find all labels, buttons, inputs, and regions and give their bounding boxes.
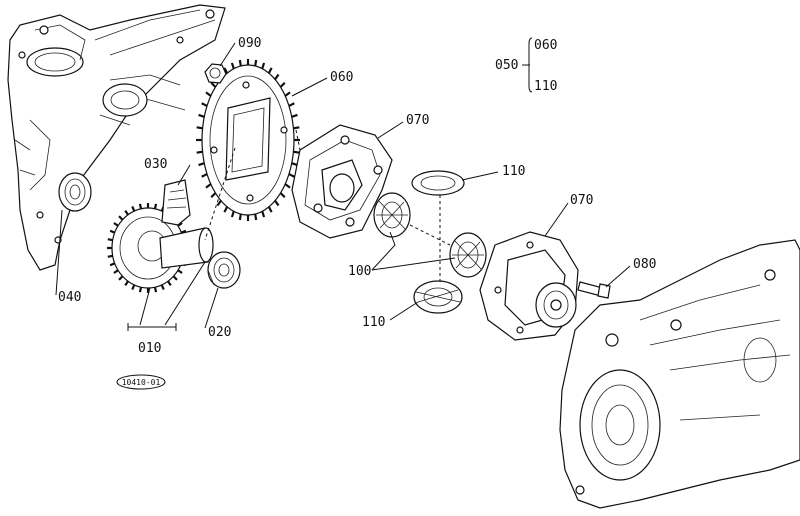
spur-tooth [138,203,143,209]
sprocket-tooth [210,192,217,199]
sprocket-tooth [198,162,205,167]
spur-tooth [153,203,158,209]
sprocket-tooth [279,192,286,199]
sprocket-tooth [196,126,203,130]
sprocket-tooth [201,102,208,107]
bolt-080 [577,281,611,299]
sprocket-tooth [288,173,295,178]
label-090: 090 [238,36,261,51]
bevel-gear-100-right [449,232,487,278]
spur-tooth [180,229,187,234]
sprocket-tooth [216,200,222,207]
sprocket-tooth [293,126,300,130]
label-010: 010 [138,341,161,356]
sprocket-tooth [210,81,217,88]
right-housing [559,239,800,509]
label-080: 080 [633,257,656,272]
spur-tooth [113,222,119,227]
sprocket-tooth [196,150,203,154]
sprocket-tooth [254,213,258,221]
sprocket-tooth [293,150,300,154]
sprocket-tooth [201,173,208,178]
bearing-040 [58,172,92,212]
spur-tooth [153,287,158,293]
spur-tooth [131,284,136,290]
label-070-upper: 070 [406,113,429,128]
sprocket-tooth [261,210,266,218]
label-050-060: 060 [534,38,557,53]
figure-code-badge: 10410-01 [116,374,166,390]
spur-tooth [172,275,178,281]
sprocket-tooth [205,91,212,97]
sprocket-tooth [261,62,266,70]
spur-tooth [109,262,116,267]
sprocket-tooth [267,206,273,213]
diff-case-070-lower [479,231,579,341]
side-gear-110-lower [413,280,463,314]
spur-tooth [124,280,129,287]
label-050: 050 [495,58,518,73]
sprocket-tooth [230,62,235,70]
label-070-lower: 070 [570,193,593,208]
sprocket-tooth [223,206,229,213]
label-110-upper: 110 [502,164,525,179]
leader-lines [55,37,631,331]
washer-110-upper [411,170,465,196]
spur-tooth [113,269,119,274]
sprocket-tooth [223,67,229,74]
cam-030 [161,179,191,226]
label-110-lower: 110 [362,315,385,330]
sprocket-tooth [238,213,242,221]
label-040: 040 [58,290,81,305]
spur-tooth [124,209,129,216]
sprocket-tooth [198,113,205,118]
sprocket-tooth [291,113,298,118]
sprocket-tooth [238,59,242,67]
spur-tooth [160,284,165,290]
spur-tooth [167,280,172,287]
spur-tooth [118,275,124,281]
sprocket-tooth [205,183,212,189]
bearing-020 [207,251,241,289]
sprocket-060 [196,59,300,221]
label-050-110: 110 [534,79,557,94]
figure-code: 10410-01 [122,378,161,387]
label-060: 060 [330,70,353,85]
spur-tooth [138,287,143,293]
nut-090 [204,63,227,84]
sprocket-tooth [274,73,280,80]
bevel-gear-100-left [373,192,411,238]
sprocket-tooth [274,200,280,207]
diff-case-070-upper [291,124,393,239]
spur-tooth [177,269,183,274]
label-100: 100 [348,264,371,279]
spur-tooth [107,238,113,242]
sprocket-tooth [284,91,291,97]
sprocket-tooth [230,210,235,218]
label-030: 030 [144,157,167,172]
spur-tooth [131,206,136,212]
label-020: 020 [208,325,231,340]
spur-tooth [107,254,113,258]
sprocket-tooth [254,59,258,67]
spur-tooth [109,229,116,234]
spur-tooth [118,215,124,221]
spur-gear [107,203,214,293]
sprocket-tooth [279,81,286,88]
sprocket-tooth [288,102,295,107]
sprocket-tooth [267,67,273,74]
sprocket-tooth [284,183,291,189]
spur-tooth [177,222,183,227]
